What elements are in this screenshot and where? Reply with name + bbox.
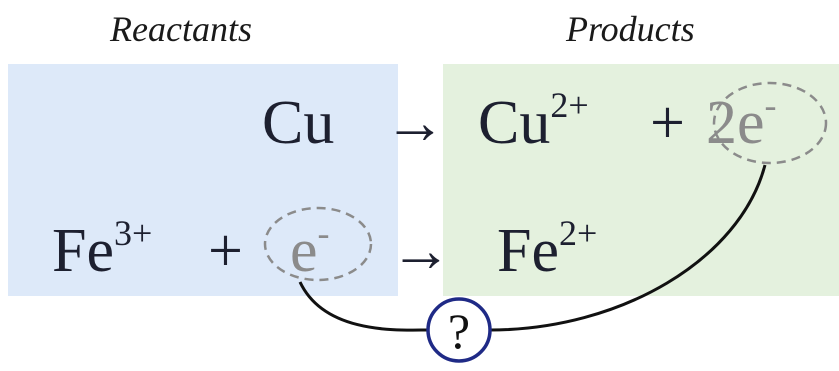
reaction1-reactant: Cu xyxy=(262,89,335,157)
question-mark: ? xyxy=(448,303,470,359)
reactants-header: Reactants xyxy=(110,9,252,49)
reaction2-arrow: → xyxy=(390,217,452,285)
reaction2-electron: e- xyxy=(290,213,330,285)
connector-left xyxy=(298,281,429,332)
reaction1-plus: + xyxy=(650,89,685,157)
reaction2-plus: + xyxy=(208,217,243,285)
products-header: Products xyxy=(566,9,695,49)
reaction2-product: Fe2+ xyxy=(497,213,598,285)
reactants-panel xyxy=(8,64,398,296)
electron-dashed-ellipse xyxy=(263,206,373,282)
reaction1-product: Cu2+ xyxy=(478,85,589,157)
reaction1-arrow: → xyxy=(384,89,446,157)
products-panel xyxy=(443,64,839,296)
electrons-dashed-ellipse xyxy=(712,81,828,165)
connector-right xyxy=(489,164,767,332)
reaction1-electrons: 2e- xyxy=(706,85,777,157)
question-circle xyxy=(426,297,492,363)
reaction2-reactant: Fe3+ xyxy=(52,213,153,285)
